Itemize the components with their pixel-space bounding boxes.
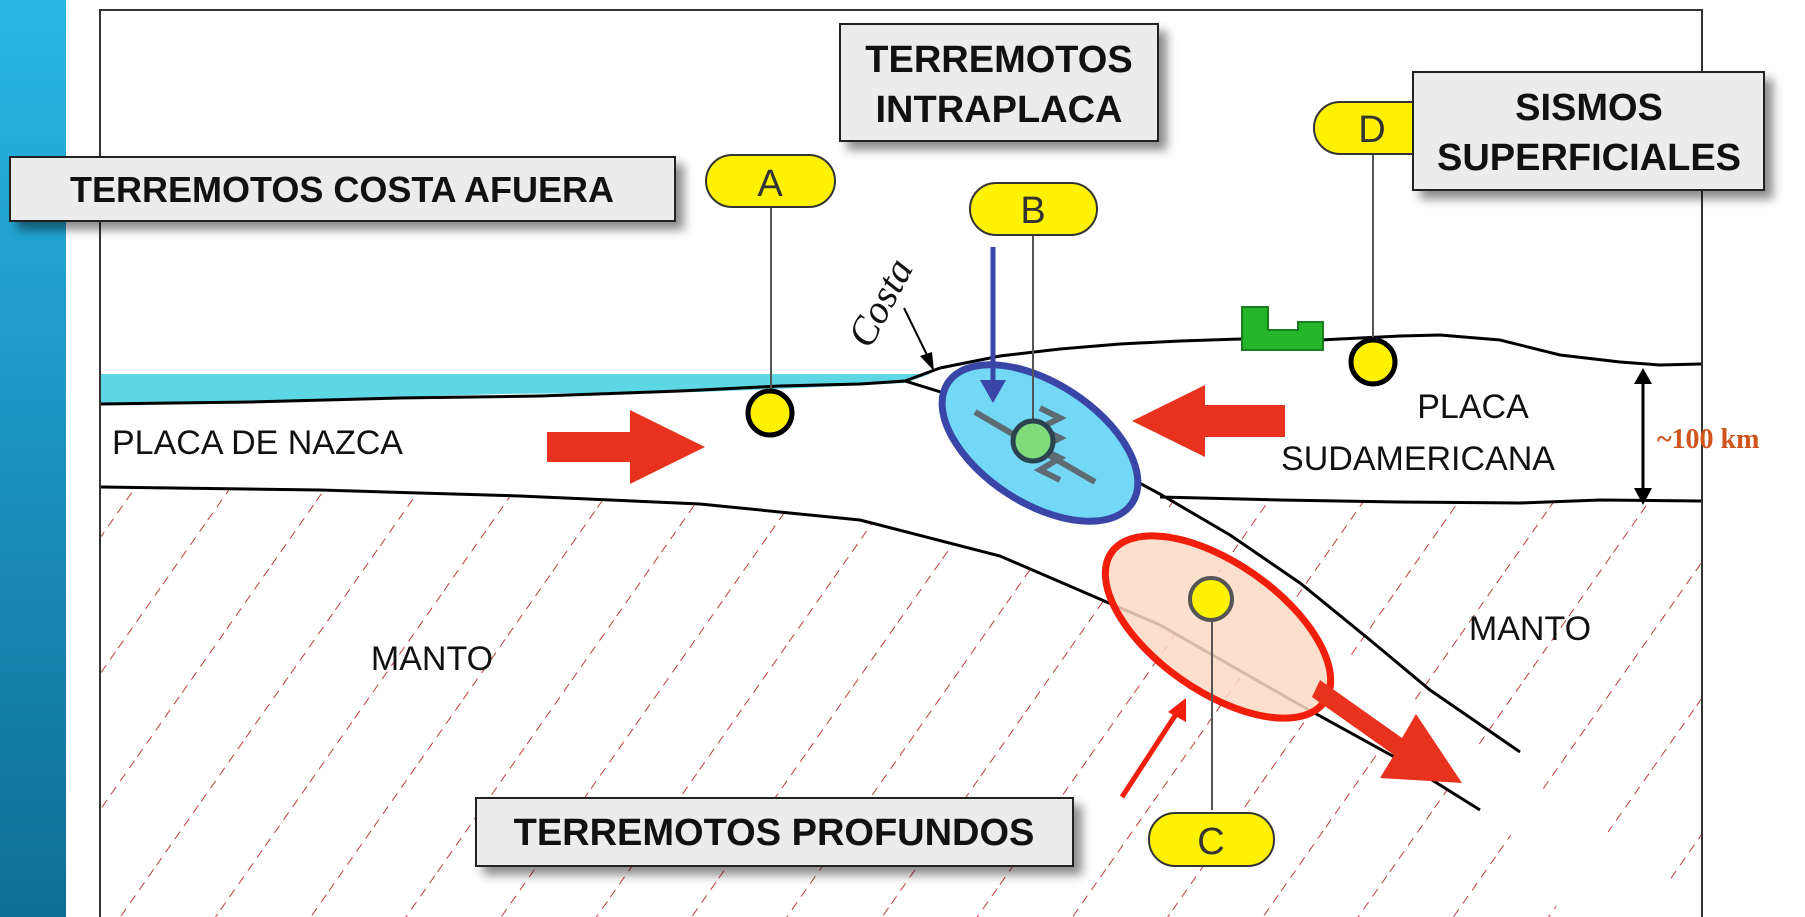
callout-intraplaca	[839, 23, 1159, 142]
marker-b: B	[969, 182, 1098, 236]
intraplate-pointer-head	[980, 380, 1006, 403]
marker-a: A	[705, 154, 836, 208]
placa-nazca-label: PLACA DE NAZCA	[112, 424, 403, 462]
sudamericana-push-arrow	[1132, 385, 1285, 457]
mantle-region	[101, 487, 1560, 917]
thickness-arrow-bottom	[1634, 488, 1652, 505]
ocean-water	[101, 374, 930, 404]
callout-superficiales-line1: SISMOS	[1515, 87, 1663, 129]
marker-d-label: D	[1358, 109, 1385, 151]
callout-costa-afuera-text: TERREMOTOS COSTA AFUERA	[70, 169, 614, 210]
costa-pointer	[903, 307, 929, 358]
green-building-icon	[1241, 306, 1324, 351]
marker-d: D	[1313, 101, 1444, 155]
callout-profundos	[475, 797, 1074, 867]
placa-sud-label-line1: PLACA	[1417, 388, 1529, 426]
marker-a-label: A	[757, 163, 783, 205]
callout-superficiales	[1412, 71, 1765, 191]
marker-c-label: C	[1197, 821, 1224, 863]
thickness-label: ~100 km	[1657, 424, 1759, 455]
sidebar-band	[0, 0, 66, 917]
callout-profundos-text: TERREMOTOS PROFUNDOS	[514, 812, 1035, 854]
subduction-arrow	[1312, 680, 1462, 783]
callout-superficiales-line2: SUPERFICIALES	[1437, 137, 1741, 179]
marker-b-label: B	[1020, 190, 1045, 232]
deep-zone-pointer-head	[1168, 698, 1186, 722]
marker-c: C	[1148, 812, 1275, 867]
nazca-push-arrow	[547, 410, 705, 484]
callout-intraplaca-line1: TERREMOTOS	[865, 39, 1132, 81]
deep-zone-pointer	[1119, 706, 1183, 799]
manto-left-label: MANTO	[371, 640, 493, 678]
mantle-region-right	[1160, 497, 1701, 917]
focus-c	[1188, 576, 1234, 622]
callout-costa-afuera	[9, 156, 676, 222]
focus-d	[1348, 337, 1398, 387]
costa-pointer-head	[920, 352, 934, 371]
sudamericana-top-line	[939, 333, 1702, 370]
manto-right-label: MANTO	[1469, 610, 1591, 648]
focus-a	[745, 388, 795, 438]
placa-sud-label-line2: SUDAMERICANA	[1281, 440, 1555, 478]
nazca-bottom-line	[100, 485, 1481, 812]
focus-b	[1010, 418, 1056, 464]
thickness-arrow-top	[1634, 368, 1652, 384]
callout-intraplaca-line2: INTRAPLACA	[876, 89, 1123, 131]
sudamericana-bottom-line	[1159, 495, 1702, 505]
nazca-top-line	[100, 366, 941, 406]
